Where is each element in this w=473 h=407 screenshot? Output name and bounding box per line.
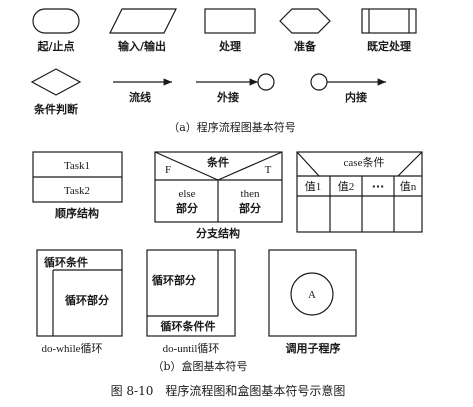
case-box	[296, 151, 423, 233]
do-while-label: do-while循环	[41, 342, 102, 355]
do-until-body: 循环部分	[152, 273, 196, 287]
do-until-label: do-until循环	[163, 342, 220, 355]
branch-condition: 条件	[206, 155, 229, 169]
branch-then: then	[241, 188, 260, 200]
external-connector-symbol	[257, 73, 275, 91]
case-value-2: 值2	[338, 180, 355, 193]
process-symbol	[204, 8, 256, 34]
case-header: case条件	[344, 155, 385, 169]
preparation-symbol	[279, 8, 331, 34]
terminal-label: 起/止点	[36, 39, 74, 53]
io-symbol	[109, 8, 177, 34]
predefined-symbol	[361, 8, 417, 34]
terminal-symbol	[32, 8, 80, 34]
figure-caption: 图 8-10 程序流程图和盒图基本符号示意图	[111, 383, 346, 398]
decision-label: 条件判断	[33, 102, 78, 116]
do-until-box	[146, 249, 236, 337]
case-dots: ···	[372, 180, 385, 193]
branch-f: F	[165, 164, 171, 176]
do-while-body: 循环部分	[65, 293, 109, 307]
case-value-n: 值n	[400, 180, 417, 193]
branch-else-part: 部分	[176, 201, 198, 215]
branch-t: T	[265, 164, 272, 176]
branch-then-part: 部分	[239, 201, 261, 215]
preparation-label: 准备	[294, 39, 317, 53]
case-value-1: 值1	[305, 180, 322, 193]
branch-else: else	[178, 188, 195, 200]
sequence-task1: Task1	[64, 160, 90, 172]
sequence-task2: Task2	[64, 185, 90, 197]
box-symbols-caption: （b）盒图基本符号	[152, 359, 247, 373]
process-label: 处理	[218, 39, 241, 53]
branch-label: 分支结构	[196, 226, 240, 240]
subroutine-circle	[290, 272, 334, 316]
internal-connector-symbol	[310, 73, 328, 91]
decision-symbol	[30, 68, 82, 96]
predefined-label: 既定处理	[367, 39, 411, 53]
do-while-condition: 循环条件	[44, 255, 88, 269]
flow-line-label: 流线	[129, 90, 151, 104]
do-until-condition: 循环条件件	[161, 319, 216, 333]
do-while-box	[36, 249, 123, 337]
external-connector-label: 外接	[216, 90, 239, 104]
io-label: 输入/输出	[118, 39, 166, 53]
flowchart-caption: （a）程序流程图基本符号	[168, 120, 296, 134]
subroutine-circle-label: A	[308, 289, 316, 301]
subroutine-label: 调用子程序	[286, 341, 341, 355]
internal-connector-label: 内接	[345, 90, 367, 104]
subroutine-box	[268, 249, 357, 337]
sequence-label: 顺序结构	[55, 206, 99, 220]
